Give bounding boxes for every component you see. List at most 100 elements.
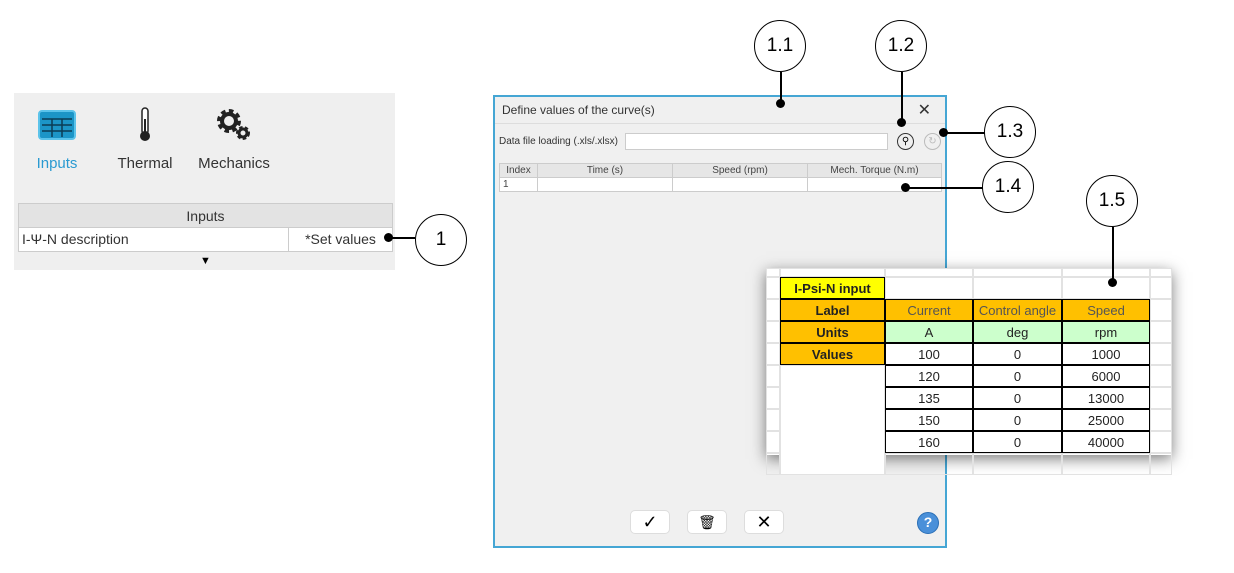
tool-label: Mechanics [198, 155, 270, 172]
tool-inputs[interactable]: Inputs [32, 105, 82, 172]
row-label: Label [780, 299, 885, 321]
value-cell: 100 [885, 343, 973, 365]
value-cell: 40000 [1062, 431, 1150, 453]
sheet-gridcell [1150, 453, 1172, 475]
table-row: 1 [499, 177, 942, 192]
table-row: I-Ψ-N description *Set values [19, 228, 392, 251]
row-label: Units [780, 321, 885, 343]
value-cell: 150 [885, 409, 973, 431]
callout-1-3: 1.3 [984, 106, 1036, 158]
sheet-gridcell [1150, 387, 1172, 409]
column-label: Speed [1062, 299, 1150, 321]
refresh-icon[interactable]: ↻ [924, 133, 941, 150]
sheet-gridcell [885, 453, 973, 475]
sheet-gridcell [973, 277, 1062, 299]
column-unit: A [885, 321, 973, 343]
value-cell: 160 [885, 431, 973, 453]
sheet-gridcell [1062, 268, 1150, 277]
sheet-gridcell [766, 299, 780, 321]
set-values-button[interactable]: *Set values [305, 231, 376, 247]
inputs-table: Inputs I-Ψ-N description *Set values [18, 203, 393, 252]
col-torque: Mech. Torque (N.m) [807, 163, 942, 178]
thermometer-icon [140, 107, 150, 141]
value-cell: 6000 [1062, 365, 1150, 387]
cell[interactable]: 1 [499, 177, 538, 192]
sheet-gridcell [885, 277, 973, 299]
gears-icon [217, 109, 250, 140]
sheet-gridcell [1150, 409, 1172, 431]
sheet-gridcell [973, 453, 1062, 475]
sheet-gridcell [1150, 299, 1172, 321]
callout-1-2: 1.2 [875, 20, 927, 72]
value-cell: 0 [973, 343, 1062, 365]
file-loading-row: Data file loading (.xls/.xlsx) [499, 133, 888, 150]
value-cell: 1000 [1062, 343, 1150, 365]
help-icon[interactable]: ? [917, 512, 939, 534]
sheet-gridcell [1150, 431, 1172, 453]
tool-label: Thermal [117, 155, 173, 172]
sheet-gridcell [766, 268, 780, 277]
delete-button[interactable]: 🗑 [687, 510, 727, 534]
sheet-gridcell [1062, 453, 1150, 475]
sheet-gridcell [766, 387, 780, 409]
sheet-gridcell [973, 268, 1062, 277]
cell[interactable] [807, 177, 942, 192]
value-cell: 0 [973, 365, 1062, 387]
tool-thermal[interactable]: Thermal [114, 105, 176, 172]
value-cell: 25000 [1062, 409, 1150, 431]
sheet-gridcell [1062, 277, 1150, 299]
callout-1-5: 1.5 [1086, 175, 1138, 227]
cancel-button[interactable]: ✕ [744, 510, 784, 534]
sheet-gridcell [1150, 268, 1172, 277]
callout-1-1: 1.1 [754, 20, 806, 72]
col-speed: Speed (rpm) [672, 163, 808, 178]
sheet-gridcell [885, 268, 973, 277]
search-icon[interactable]: ⚲ [897, 133, 914, 150]
sheet-gridcell [766, 343, 780, 365]
column-label: Control angle [973, 299, 1062, 321]
file-label: Data file loading (.xls/.xlsx) [499, 136, 618, 147]
callout-1-4: 1.4 [982, 161, 1034, 213]
table-icon [38, 110, 76, 140]
column-unit: deg [973, 321, 1062, 343]
dialog-title-bar: Define values of the curve(s) ✕ [495, 97, 945, 124]
expand-arrow-icon[interactable]: ▼ [200, 255, 211, 267]
row-label: Values [780, 343, 885, 365]
sheet-gridcell [766, 409, 780, 431]
cell[interactable] [537, 177, 673, 192]
sheet-title: I-Psi-N input [780, 277, 885, 299]
value-cell: 0 [973, 409, 1062, 431]
module-panel: Inputs Thermal Mechanics Inputs I-Ψ-N de… [14, 93, 395, 270]
sheet-gridcell [766, 453, 780, 475]
tool-mechanics[interactable]: Mechanics [194, 105, 274, 172]
value-cell: 120 [885, 365, 973, 387]
col-time: Time (s) [537, 163, 673, 178]
close-icon[interactable]: ✕ [917, 102, 931, 119]
value-cell: 0 [973, 431, 1062, 453]
tool-label: Inputs [36, 155, 78, 172]
file-path-input[interactable] [624, 133, 888, 150]
value-cell: 0 [973, 387, 1062, 409]
column-unit: rpm [1062, 321, 1150, 343]
blank [780, 365, 885, 475]
value-cell: 13000 [1062, 387, 1150, 409]
table-header: Index Time (s) Speed (rpm) Mech. Torque … [499, 163, 942, 178]
value-cell: 135 [885, 387, 973, 409]
sheet-gridcell [780, 268, 885, 277]
dialog-title: Define values of the curve(s) [502, 103, 655, 117]
cell[interactable] [672, 177, 808, 192]
callout-1: 1 [415, 214, 467, 266]
row-name: I-Ψ-N description [19, 228, 289, 251]
sheet-gridcell [766, 431, 780, 453]
sheet-gridcell [1150, 343, 1172, 365]
sheet-gridcell [1150, 277, 1172, 299]
sheet-gridcell [766, 277, 780, 299]
ok-button[interactable]: ✓ [630, 510, 670, 534]
col-index: Index [499, 163, 538, 178]
column-label: Current [885, 299, 973, 321]
sheet-gridcell [1150, 365, 1172, 387]
sheet-gridcell [1150, 321, 1172, 343]
inputs-table-header: Inputs [19, 204, 392, 228]
curve-table: Index Time (s) Speed (rpm) Mech. Torque … [499, 163, 942, 192]
